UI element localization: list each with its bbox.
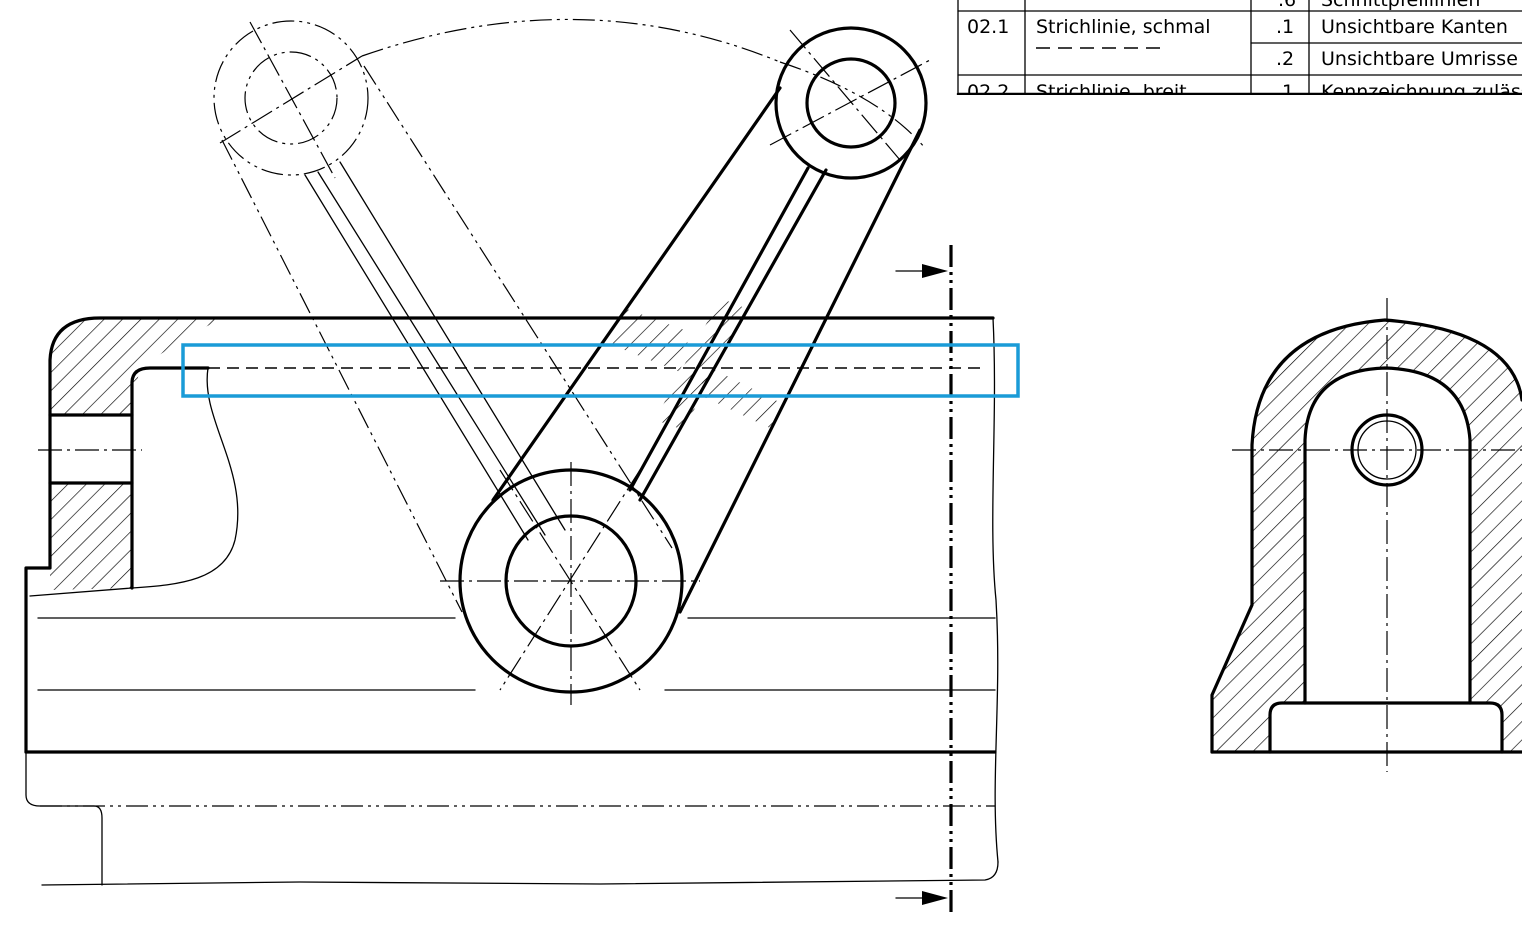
entry-sub: .2 bbox=[1276, 48, 1294, 70]
top-row-meaning: Schnittpfeillinien bbox=[1321, 0, 1480, 11]
entry-sub: .1 bbox=[1276, 16, 1294, 38]
side-section-outline bbox=[1210, 318, 1522, 754]
entry-meaning: Kennzeichnung zulässiger Oberflächenbeha… bbox=[1321, 81, 1522, 103]
housing-outline bbox=[24, 316, 995, 754]
entry-meaning: Unsichtbare Umrisse bbox=[1321, 48, 1518, 70]
row-name: Strichlinie, breit bbox=[1036, 81, 1187, 103]
highlight-box bbox=[181, 343, 1020, 398]
top-row-sub: .6 bbox=[1278, 0, 1296, 11]
row-code: 02.2 bbox=[967, 81, 1009, 103]
entry-sub: .1 bbox=[1276, 81, 1294, 103]
row-name: Strichlinie, schmal bbox=[1036, 16, 1211, 38]
housing-section bbox=[24, 316, 999, 886]
housing-hatch bbox=[50, 318, 222, 568]
entry-meaning: Unsichtbare Kanten bbox=[1321, 16, 1508, 38]
row-code: 02.1 bbox=[967, 16, 1009, 38]
legend-table: .6 Schnittpfeillinien 02.1 Strichlinie, … bbox=[956, 0, 1522, 103]
lever-phantom bbox=[213, 18, 926, 613]
lever-actual bbox=[440, 26, 931, 705]
lever-top-eye bbox=[774, 26, 928, 180]
section-plane bbox=[895, 245, 953, 912]
side-section-view bbox=[1210, 298, 1522, 772]
side-section-hatch bbox=[1212, 320, 1522, 752]
